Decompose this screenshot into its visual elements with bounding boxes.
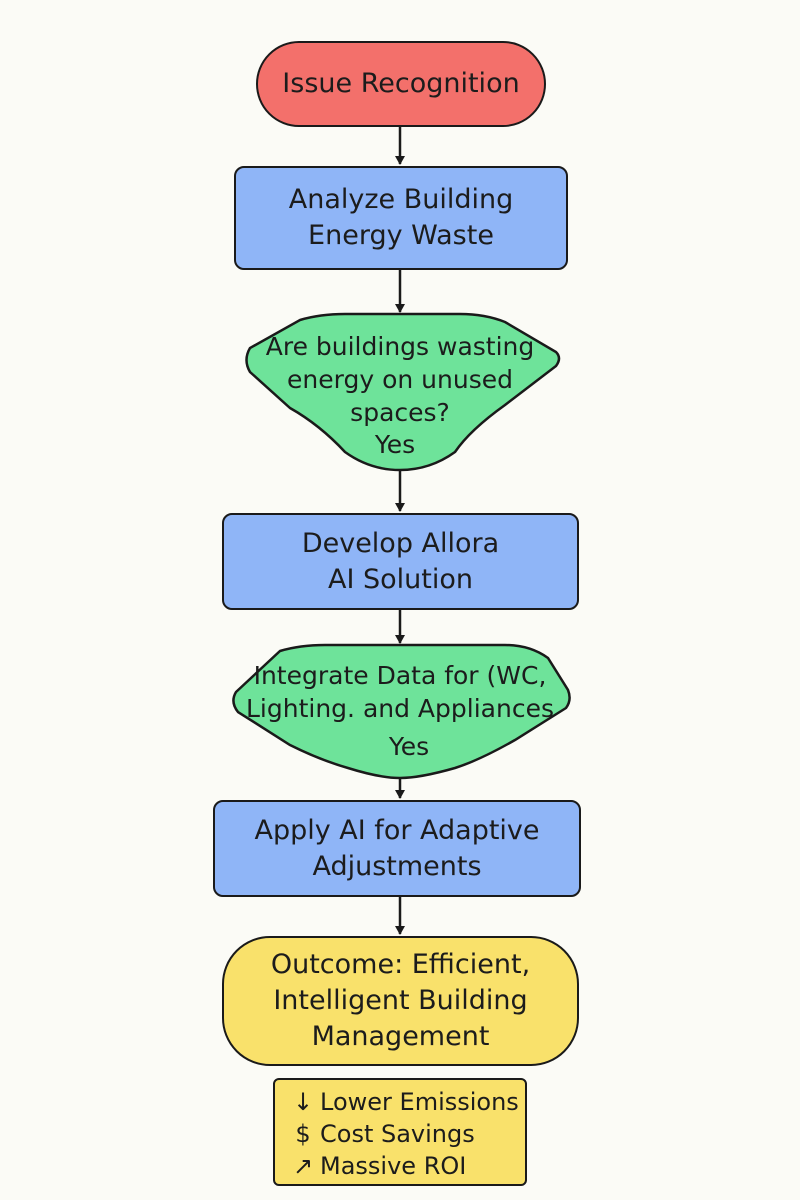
benefit-cost-savings: $ Cost Savings (289, 1118, 525, 1150)
outcome-line-1: Outcome: Efficient, (270, 949, 531, 980)
benefit-label: Cost Savings (320, 1120, 475, 1148)
benefits-box: ↓ Lower Emissions $ Cost Savings ↗ Massi… (273, 1078, 527, 1186)
develop-line-2: AI Solution (327, 563, 473, 595)
decision-1-text: Are buildings wasting energy on unused s… (240, 330, 560, 429)
benefit-massive-roi: ↗ Massive ROI (289, 1150, 525, 1182)
benefit-label: Lower Emissions (320, 1088, 519, 1116)
decision-2-line-1: Integrate Data for (WC, (253, 661, 547, 690)
analyze-energy-waste-node: Analyze Building Energy Waste (234, 166, 568, 270)
outcome-line-3: Management (311, 1021, 490, 1052)
decision-2-line-2: Lighting. and Appliances (246, 694, 554, 723)
apply-line-2: Adjustments (312, 850, 482, 882)
analyze-line-2: Energy Waste (308, 220, 494, 251)
decision-1-yes-label: Yes (374, 430, 416, 459)
decision-2-yes-label: Yes (388, 732, 430, 761)
benefit-label: Massive ROI (320, 1152, 467, 1180)
outcome-line-2: Intelligent Building (273, 985, 528, 1016)
decision-1-line-3: spaces? (350, 398, 450, 427)
apply-line-1: Apply AI for Adaptive (254, 814, 540, 846)
decision-1-line-2: energy on unused (287, 365, 513, 394)
develop-line-1: Develop Allora (301, 527, 500, 559)
down-arrow-icon: ↓ (292, 1088, 314, 1116)
decision-shape-1 (245, 312, 561, 472)
trend-up-arrow-icon: ↗ (292, 1152, 314, 1180)
decision-1-line-1: Are buildings wasting (265, 332, 535, 361)
analyze-line-1: Analyze Building (288, 184, 514, 215)
decision-2-text: Integrate Data for (WC, Lighting. and Ap… (232, 659, 568, 725)
outcome-node: Outcome: Efficient, Intelligent Building… (222, 936, 579, 1066)
develop-solution-node: Develop Allora AI Solution (222, 513, 579, 610)
issue-recognition-node: Issue Recognition (256, 41, 546, 127)
decision-shape-2 (232, 643, 571, 780)
dollar-icon: $ (295, 1120, 311, 1148)
benefit-lower-emissions: ↓ Lower Emissions (289, 1086, 525, 1118)
apply-ai-node: Apply AI for Adaptive Adjustments (213, 800, 581, 897)
issue-recognition-label: Issue Recognition (282, 68, 520, 99)
